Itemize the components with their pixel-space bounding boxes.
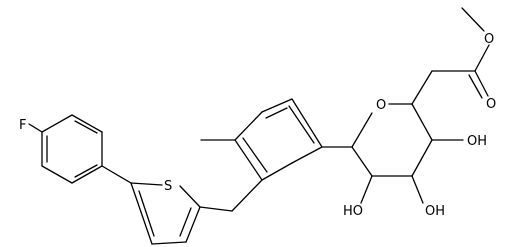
fluorine-label: F — [19, 118, 26, 133]
carbonyl-double-bond-a — [474, 70, 489, 97]
aryl-thiophene-bond — [101, 165, 132, 184]
fluorophenyl-ring — [41, 114, 103, 184]
carbonyl-oxygen-label: O — [486, 97, 496, 112]
oh-2-bond — [411, 175, 424, 204]
ester-oxygen-label: O — [484, 32, 494, 47]
carbonyl-double-bond-b — [468, 74, 483, 99]
thiophene-ch2-bond — [199, 206, 233, 212]
ch2-aryl-bond — [231, 179, 263, 212]
ch2-ester-bond — [411, 70, 433, 105]
oh-3-label: OH — [467, 134, 487, 149]
oh-1-bond — [360, 175, 373, 204]
thiophene-ring — [130, 182, 201, 245]
pyranose-ring — [321, 103, 433, 177]
tolyl-ring — [234, 98, 323, 181]
oh-1-label: HO — [343, 204, 363, 219]
ring-oxygen-label: O — [376, 98, 386, 113]
oh-2-label: OH — [425, 204, 445, 219]
sulfur-label: S — [164, 179, 172, 194]
c-f-bond — [28, 123, 43, 133]
ester-o-bond — [474, 44, 490, 72]
methoxy-bond — [461, 7, 485, 32]
